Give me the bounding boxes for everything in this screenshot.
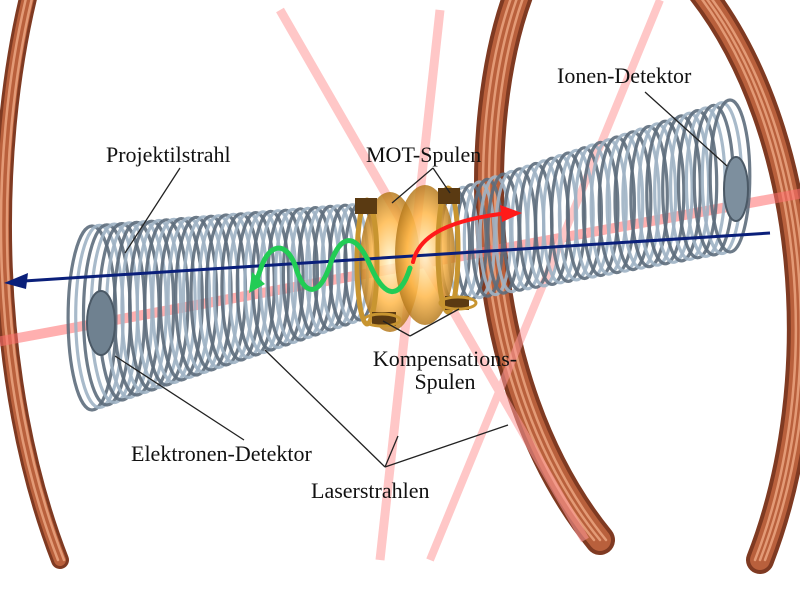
spectrometer-ring (645, 119, 686, 266)
spectrometer-ring (258, 209, 298, 350)
spectrometer-ring (181, 215, 226, 375)
spectrometer-ring (143, 218, 190, 387)
label-compensation-coils-line1: Kompensations- (372, 346, 518, 371)
ion-trajectory (411, 212, 502, 264)
label-compensation-coils: Kompensations- Spulen (360, 347, 530, 393)
spectrometer-ring (274, 207, 312, 345)
spectrometer-ring (676, 108, 719, 260)
spectrometer-ring (158, 216, 204, 382)
spectrometer-ring (174, 215, 219, 377)
spectrometer-ring (581, 140, 620, 278)
spectrometer-ring (266, 208, 305, 347)
spectrometer-ring (597, 135, 637, 275)
spectrometer-ring (320, 204, 356, 330)
spectrometer-ring (637, 122, 678, 267)
spectrometer-ring (621, 127, 661, 270)
projectile-beam (4, 231, 771, 289)
label-compensation-coils-line2: Spulen (414, 369, 476, 395)
spectrometer-ring (557, 148, 595, 282)
label-projectile-beam: Projektilstrahl (106, 142, 231, 167)
spectrometer-ring (120, 220, 168, 395)
electron-detector (86, 290, 116, 356)
arrowhead-right-icon (500, 205, 522, 222)
spectrometer-ring (668, 111, 711, 262)
arrowhead-left-icon (249, 272, 265, 293)
label-laser-beams: Laserstrahlen (311, 478, 430, 503)
label-ion-detector: Ionen-Detektor (557, 63, 692, 88)
spectrometer-ring (151, 217, 197, 385)
spectrometer-ring (708, 98, 752, 254)
helmholtz-coil-right-outer (689, 0, 800, 574)
arrowhead-left-icon (4, 273, 28, 289)
spectrometer-ring (565, 146, 604, 281)
ion-detector (723, 156, 749, 222)
spectrometer-ring (573, 143, 612, 279)
label-mot-coils: MOT-Spulen (366, 142, 482, 167)
spectrometer-ring (589, 138, 628, 276)
spectrometer-ring (462, 180, 496, 300)
spectrometer-ring (613, 130, 653, 272)
spectrometer-ring (243, 210, 284, 355)
spectrometer-ring (304, 205, 341, 335)
spectrometer-ring (629, 124, 669, 269)
spectrometer-ring (128, 219, 176, 392)
spectrometer-ring (166, 216, 212, 380)
electron-trajectory (252, 238, 413, 295)
spectrometer-ring (281, 207, 319, 342)
spectrometer-ring (135, 218, 183, 390)
helmholtz-coil-left (0, 0, 69, 569)
leader-lines (114, 91, 728, 468)
spectrometer-ring (661, 114, 702, 263)
spectrometer-ring (605, 132, 645, 273)
compensation-coils (362, 295, 478, 328)
label-electron-detector: Elektronen-Detektor (131, 441, 312, 466)
